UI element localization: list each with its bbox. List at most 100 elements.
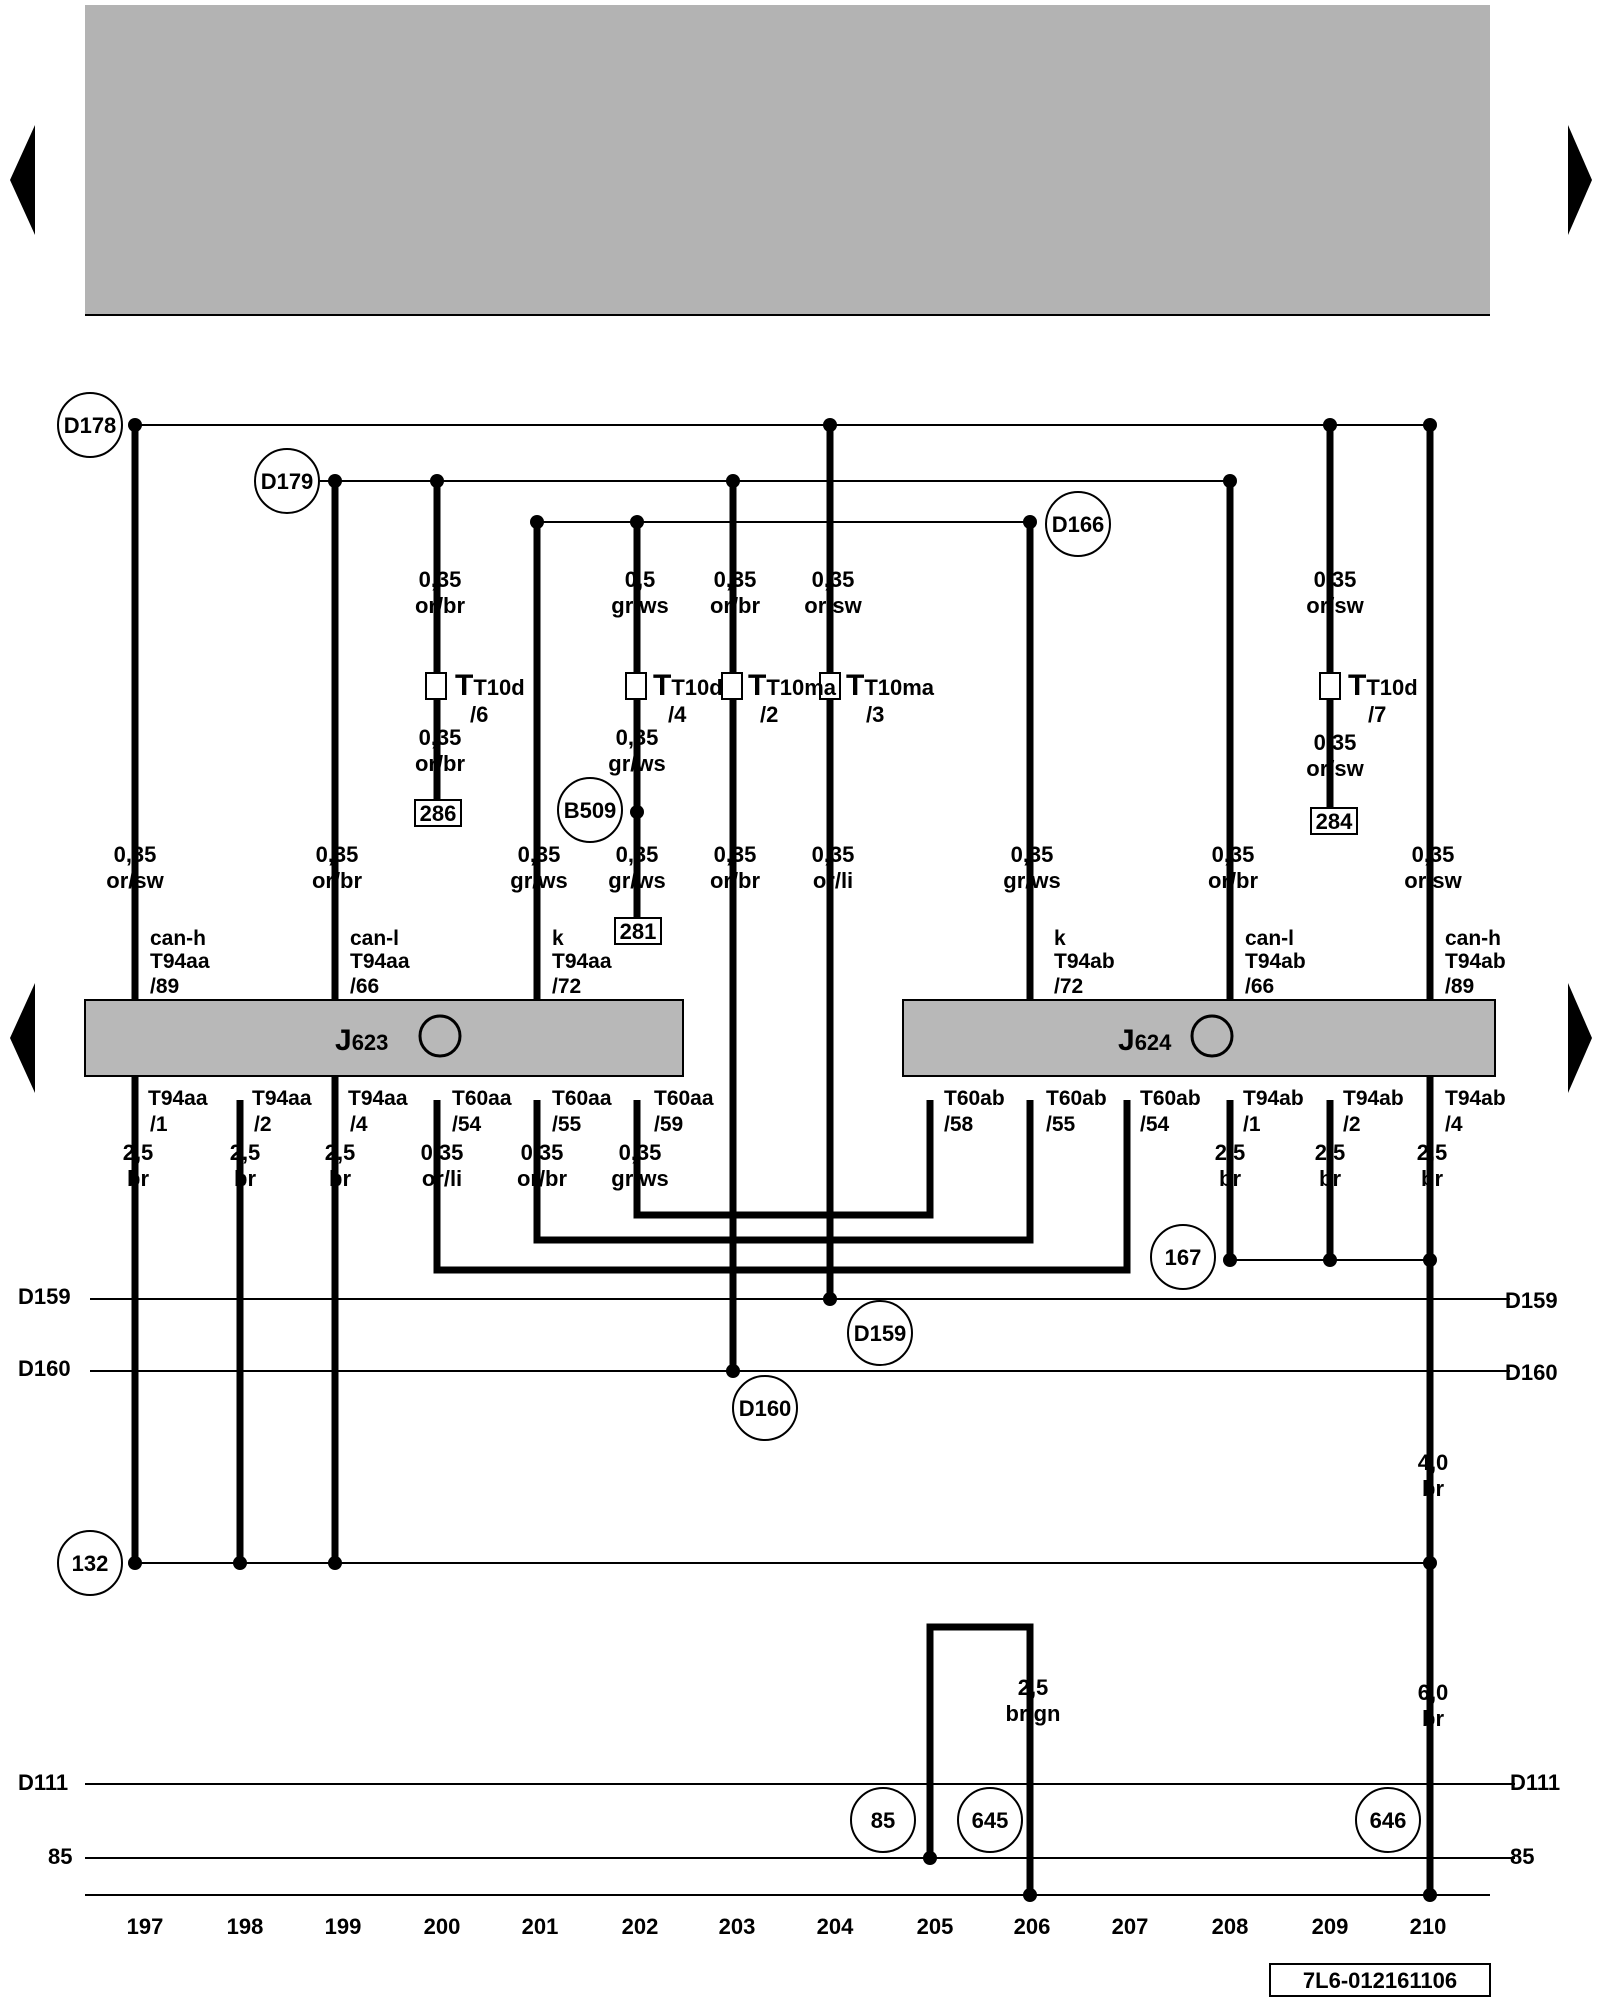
svg-text:0,35: 0,35	[714, 567, 757, 592]
svg-text:T94ab: T94ab	[1054, 950, 1115, 973]
svg-text:203: 203	[719, 1914, 756, 1939]
svg-text:br: br	[1319, 1166, 1341, 1191]
svg-text:T94aa: T94aa	[348, 1087, 408, 1110]
svg-text:T94ab: T94ab	[1343, 1087, 1404, 1110]
svg-text:gr/ws: gr/ws	[608, 868, 665, 893]
svg-text:281: 281	[620, 919, 657, 944]
svg-text:/54: /54	[452, 1113, 482, 1136]
svg-text:4,0: 4,0	[1418, 1450, 1449, 1475]
triangle-right-icon[interactable]	[1568, 125, 1592, 235]
svg-text:85: 85	[48, 1844, 72, 1869]
svg-text:/2: /2	[254, 1113, 272, 1136]
module-j623[interactable]	[84, 999, 684, 1077]
wire-labels-lower: 4,0br 6,0br 2,5br/gn	[1006, 1450, 1449, 1731]
svg-text:or/sw: or/sw	[804, 593, 862, 618]
svg-text:or/sw: or/sw	[1306, 756, 1364, 781]
svg-text:286: 286	[420, 801, 457, 826]
svg-text:or/br: or/br	[710, 868, 761, 893]
svg-text:TT10d: TT10d	[455, 669, 525, 702]
triangle-right-icon[interactable]	[1568, 983, 1592, 1093]
svg-text:D159: D159	[854, 1321, 907, 1346]
svg-text:/4: /4	[668, 702, 687, 727]
connector-labels: TT10d /6 TT10d /4 TT10ma /2 TT10ma /3 TT…	[455, 669, 1418, 727]
svg-text:/1: /1	[1243, 1113, 1261, 1136]
svg-text:D111: D111	[18, 1770, 68, 1795]
svg-text:2,5: 2,5	[1215, 1140, 1246, 1165]
svg-text:/66: /66	[1245, 975, 1274, 998]
svg-text:can-l: can-l	[350, 927, 399, 950]
svg-text:br: br	[1422, 1706, 1444, 1731]
svg-text:T60aa: T60aa	[552, 1087, 612, 1110]
svg-text:/66: /66	[350, 975, 379, 998]
svg-text:or/li: or/li	[422, 1166, 462, 1191]
svg-text:T94ab: T94ab	[1243, 1087, 1304, 1110]
svg-text:br: br	[234, 1166, 256, 1191]
svg-text:284: 284	[1316, 809, 1353, 834]
svg-text:T94ab: T94ab	[1445, 1087, 1506, 1110]
svg-text:/72: /72	[1054, 975, 1083, 998]
svg-text:207: 207	[1112, 1914, 1149, 1939]
svg-text:D160: D160	[739, 1396, 792, 1421]
triangle-left-icon[interactable]	[10, 125, 35, 235]
svg-text:br: br	[1421, 1166, 1443, 1191]
svg-text:or/br: or/br	[517, 1166, 568, 1191]
junction-dots	[128, 418, 1437, 1902]
svg-text:br: br	[1422, 1476, 1444, 1501]
svg-text:85: 85	[1510, 1844, 1534, 1869]
svg-text:198: 198	[227, 1914, 264, 1939]
svg-text:0,35: 0,35	[1314, 730, 1357, 755]
svg-text:0,35: 0,35	[114, 842, 157, 867]
svg-text:T94aa: T94aa	[552, 950, 612, 973]
svg-text:2,5: 2,5	[1315, 1140, 1346, 1165]
triangle-left-icon[interactable]	[10, 983, 35, 1093]
svg-text:0,35: 0,35	[421, 1140, 464, 1165]
svg-text:T94aa: T94aa	[150, 950, 210, 973]
svg-text:T94aa: T94aa	[350, 950, 410, 973]
svg-text:T94ab: T94ab	[1245, 950, 1306, 973]
svg-text:/2: /2	[1343, 1113, 1361, 1136]
svg-text:T60ab: T60ab	[944, 1087, 1005, 1110]
svg-text:208: 208	[1212, 1914, 1249, 1939]
svg-text:TT10ma: TT10ma	[748, 669, 837, 702]
module-j624[interactable]	[902, 999, 1496, 1077]
svg-text:br: br	[127, 1166, 149, 1191]
svg-text:85: 85	[871, 1808, 895, 1833]
svg-text:/4: /4	[350, 1113, 368, 1136]
svg-text:or/br: or/br	[710, 593, 761, 618]
svg-text:k: k	[1054, 927, 1066, 950]
module-j624-label: J624	[1118, 1024, 1172, 1057]
svg-text:0,35: 0,35	[1011, 842, 1054, 867]
svg-text:/7: /7	[1368, 702, 1386, 727]
svg-text:or/sw: or/sw	[1306, 593, 1364, 618]
svg-text:or/br: or/br	[415, 751, 466, 776]
svg-text:2,5: 2,5	[1417, 1140, 1448, 1165]
svg-text:199: 199	[325, 1914, 362, 1939]
svg-text:646: 646	[1370, 1808, 1407, 1833]
svg-text:/54: /54	[1140, 1113, 1170, 1136]
header-box	[85, 5, 1490, 315]
connector-icons	[425, 672, 1341, 700]
svg-text:D166: D166	[1052, 512, 1105, 537]
svg-text:TT10d: TT10d	[653, 669, 723, 702]
transistor-icon	[1190, 1014, 1234, 1058]
svg-text:210: 210	[1410, 1914, 1447, 1939]
svg-text:br: br	[1219, 1166, 1241, 1191]
footer-code: 7L6-012161106	[1303, 1968, 1457, 1993]
svg-text:/59: /59	[654, 1113, 683, 1136]
svg-text:TT10d: TT10d	[1348, 669, 1418, 702]
svg-text:/58: /58	[944, 1113, 974, 1136]
svg-text:TT10ma: TT10ma	[846, 669, 935, 702]
svg-text:/6: /6	[470, 702, 488, 727]
svg-text:T60aa: T60aa	[654, 1087, 714, 1110]
svg-text:0,35: 0,35	[316, 842, 359, 867]
svg-text:k: k	[552, 927, 564, 950]
svg-text:can-h: can-h	[1445, 927, 1501, 950]
svg-text:br/gn: br/gn	[1006, 1701, 1061, 1726]
svg-text:gr/ws: gr/ws	[1003, 868, 1060, 893]
svg-text:D160: D160	[18, 1356, 71, 1381]
reference-boxes[interactable]	[414, 799, 1358, 945]
circle-labels: D178 D179 D166 B509 D159 D160 167 132 85…	[64, 413, 1407, 1833]
bus-labels: D159 D160 D111 85 D159 D160 D111 85	[18, 1284, 1560, 1869]
